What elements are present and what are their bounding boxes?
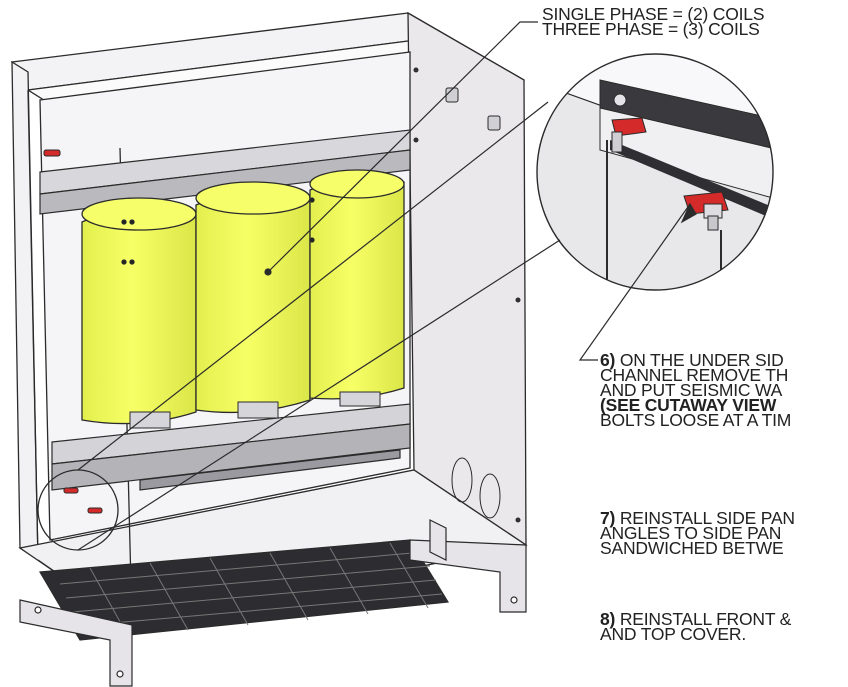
step-7-line-1: REINSTALL SIDE PAN [619, 508, 795, 528]
lower-channel [51, 403, 411, 491]
step-6-line-5: BOLTS LOOSE AT A TIM [600, 410, 792, 430]
zoom-leader-bottom [77, 239, 561, 551]
coils [81, 169, 405, 425]
step-8-line-1: REINSTALL FRONT & [619, 609, 792, 629]
step-6-bold-line: (SEE CUTAWAY VIEW [600, 395, 777, 415]
core-base [129, 391, 381, 429]
step-8: 8) REINSTALL FRONT & AND TOP COVER. [600, 609, 792, 644]
step-7-number: 7) [600, 508, 616, 528]
step-6-line-1: ON THE UNDER SID [619, 350, 784, 370]
coil-left [81, 197, 197, 425]
washer-upper [611, 93, 647, 153]
step-7-line-2: ANGLES TO SIDE PAN [600, 523, 782, 543]
step-8-line-2: AND TOP COVER. [600, 624, 746, 644]
step-6-line-3: AND PUT SEISMIC WA [600, 380, 783, 400]
step-7-line-3: SANDWICHED BETWE [600, 538, 784, 558]
side-panel-details [413, 67, 521, 523]
coil-note-single: SINGLE PHASE = (2) COILS [542, 4, 765, 24]
coil-middle [195, 181, 311, 414]
side-panel [407, 11, 527, 547]
base-legs [19, 519, 527, 687]
knockout-hole [479, 473, 501, 519]
step-6: 6) ON THE UNDER SID CHANNEL REMOVE TH AN… [600, 350, 792, 430]
step-7: 7) REINSTALL SIDE PAN ANGLES TO SIDE PAN… [600, 508, 795, 558]
floor-grate [39, 539, 450, 641]
coil-right [309, 169, 405, 400]
seismic-washers [43, 149, 103, 514]
washer-lower [683, 191, 729, 231]
step-6-number: 6) [600, 350, 616, 370]
step6-leader-line [578, 203, 691, 361]
step-8-number: 8) [600, 609, 616, 629]
cutaway-circle [536, 53, 774, 291]
coil-note-three: THREE PHASE = (3) COILS [542, 19, 760, 39]
zoom-leader-top [77, 101, 549, 471]
cutaway-zoom-view [536, 53, 774, 291]
coil-count-note: SINGLE PHASE = (2) COILS THREE PHASE = (… [542, 4, 765, 39]
step-6-line-2: CHANNEL REMOVE TH [600, 365, 789, 385]
leader-lines [77, 21, 697, 551]
knockout-hole [451, 457, 473, 503]
coil-leader-line [267, 21, 538, 273]
